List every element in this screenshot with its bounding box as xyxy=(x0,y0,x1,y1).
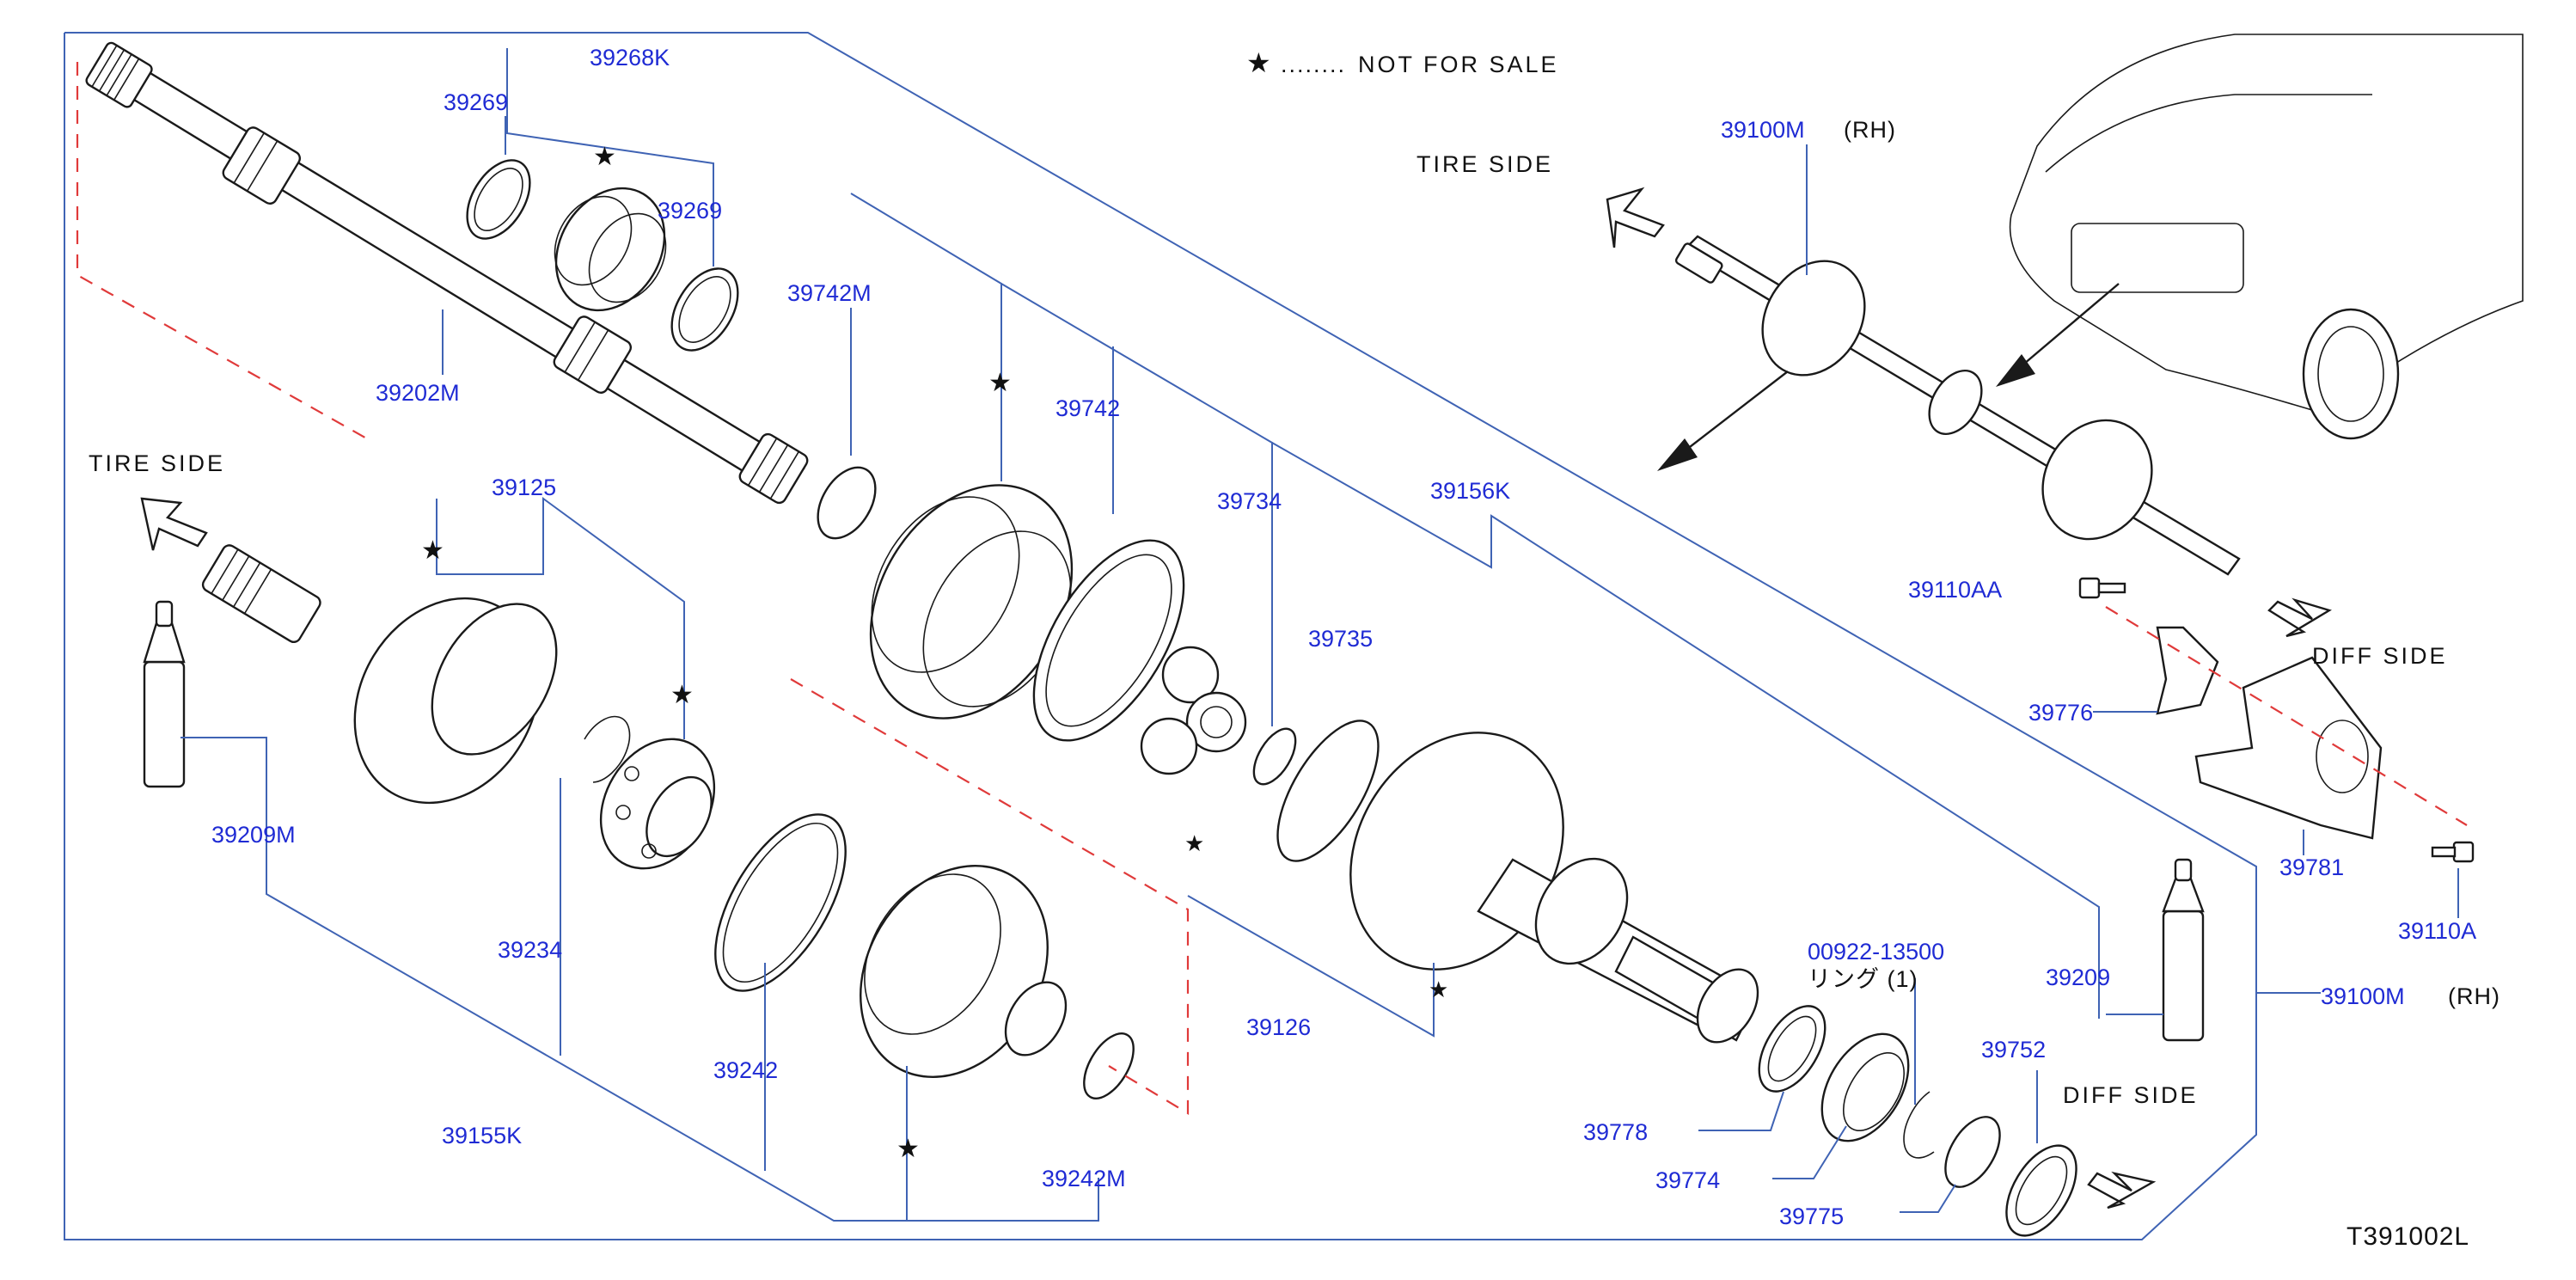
tire-side-label-left: TIRE SIDE xyxy=(89,450,225,476)
dashed-line-1 xyxy=(76,62,370,441)
part-39202M: 39202M xyxy=(376,380,460,406)
circlip-39234 xyxy=(584,715,631,783)
bolt-39110AA xyxy=(2078,577,2126,599)
part-39100M-top-rh: (RH) xyxy=(1844,117,1896,143)
part-39734: 39734 xyxy=(1217,488,1282,514)
leader-39125 xyxy=(436,497,685,739)
seal-39752 xyxy=(2005,1144,2077,1237)
inner-race-39125 xyxy=(599,738,716,870)
leader-39775 xyxy=(1900,1184,1956,1213)
dashed-line-2 xyxy=(790,678,1190,1115)
bracket-39781 xyxy=(2194,656,2383,840)
part-39778: 39778 xyxy=(1583,1119,1648,1145)
part-00922-ring-note: リング (1) xyxy=(1808,966,1918,992)
boot-39155K xyxy=(860,865,1068,1078)
part-39269-b: 39269 xyxy=(658,198,722,224)
part-39234: 39234 xyxy=(498,937,562,963)
star-marker-7: ★ xyxy=(896,1135,922,1163)
vehicle-outline xyxy=(2009,34,2524,440)
star-marker-3: ★ xyxy=(421,536,447,565)
part-39110AA: 39110AA xyxy=(1908,577,2002,603)
diagram-code: T391002L xyxy=(2347,1222,2469,1251)
housing-39156K xyxy=(1349,732,1759,1044)
star-marker-1: ★ xyxy=(593,143,619,171)
part-39209M: 39209M xyxy=(211,822,296,848)
seal-39775 xyxy=(1944,1116,2001,1188)
legend-star: ★ xyxy=(1246,47,1274,78)
grease-tube-39209M xyxy=(143,600,186,788)
leader-39126 xyxy=(1187,895,1435,1038)
part-39774: 39774 xyxy=(1655,1167,1720,1193)
part-39742M: 39742M xyxy=(787,280,872,306)
tire-side-label-top: TIRE SIDE xyxy=(1416,151,1553,177)
bearing-39774 xyxy=(1820,1032,1910,1142)
band-39742M xyxy=(817,466,877,540)
diff-side-label-right: DIFF SIDE xyxy=(2312,643,2448,669)
part-39735: 39735 xyxy=(1308,626,1373,652)
arrow-tire-side-left xyxy=(140,497,208,551)
part-39269-a: 39269 xyxy=(444,89,508,115)
outer-joint-39125 xyxy=(201,544,558,805)
part-39155K: 39155K xyxy=(442,1123,522,1148)
snap-ring-39734 xyxy=(1252,727,1297,786)
seal-39778 xyxy=(1758,1005,1826,1093)
leader-39268K xyxy=(506,48,714,266)
snap-ring-00922-13500 xyxy=(1903,1091,1935,1159)
part-39125: 39125 xyxy=(492,475,556,500)
grease-tube-39209 xyxy=(2162,858,2205,1042)
part-39776: 39776 xyxy=(2028,700,2093,726)
leader-39742-group xyxy=(850,193,1002,481)
part-39100M-top: 39100M xyxy=(1721,117,1805,143)
arrow-direction-1 xyxy=(1657,371,1789,471)
star-marker-5: ★ xyxy=(1184,830,1207,856)
part-39126: 39126 xyxy=(1246,1014,1311,1040)
part-39110A: 39110A xyxy=(2398,918,2476,944)
band-39269-lower xyxy=(670,267,739,352)
ring-39735 xyxy=(1276,720,1380,862)
part-39100M-bottom-rh: (RH) xyxy=(2448,983,2500,1009)
star-marker-6: ★ xyxy=(1429,977,1451,1002)
band-39269-upper xyxy=(466,159,531,240)
part-39742: 39742 xyxy=(1055,395,1120,421)
part-39268K: 39268K xyxy=(590,45,670,70)
part-00922-13500: 00922-13500 xyxy=(1808,939,1944,965)
plate-39776 xyxy=(2156,626,2219,715)
group-frame xyxy=(64,32,2257,1240)
part-39752: 39752 xyxy=(1981,1037,2046,1063)
legend-text: NOT FOR SALE xyxy=(1358,52,1559,77)
arrow-diff-side-right xyxy=(2267,597,2332,638)
part-39775: 39775 xyxy=(1779,1203,1844,1229)
shaft-39202M xyxy=(85,41,809,505)
leader-39774 xyxy=(1772,1125,1847,1179)
part-39242M: 39242M xyxy=(1042,1166,1126,1191)
boot-39268K xyxy=(554,187,667,312)
band-39242 xyxy=(714,813,847,992)
leader-39156K xyxy=(1271,442,2100,1019)
leader-39778 xyxy=(1698,1091,1784,1131)
star-marker-4: ★ xyxy=(670,681,696,709)
part-39156K: 39156K xyxy=(1430,478,1510,504)
boot-39742 xyxy=(869,484,1185,742)
arrow-diff-side-bottom xyxy=(2087,1171,2157,1210)
leader-39209Ma xyxy=(181,737,1099,1222)
part-39242: 39242 xyxy=(713,1057,778,1083)
part-39100M-bottom: 39100M xyxy=(2321,983,2405,1009)
diff-side-label-bottom: DIFF SIDE xyxy=(2063,1082,2199,1108)
assembled-shaft-39100M xyxy=(1674,235,2241,576)
part-39781: 39781 xyxy=(2279,854,2344,880)
legend-dots: ........ xyxy=(1281,52,1346,77)
tripod-39734 xyxy=(1140,646,1247,775)
part-39209: 39209 xyxy=(2046,965,2110,990)
star-marker-2: ★ xyxy=(988,369,1014,397)
bolt-39110A xyxy=(2431,841,2475,863)
arrow-tire-side-top xyxy=(1606,187,1665,248)
arrow-direction-2 xyxy=(1996,283,2120,387)
